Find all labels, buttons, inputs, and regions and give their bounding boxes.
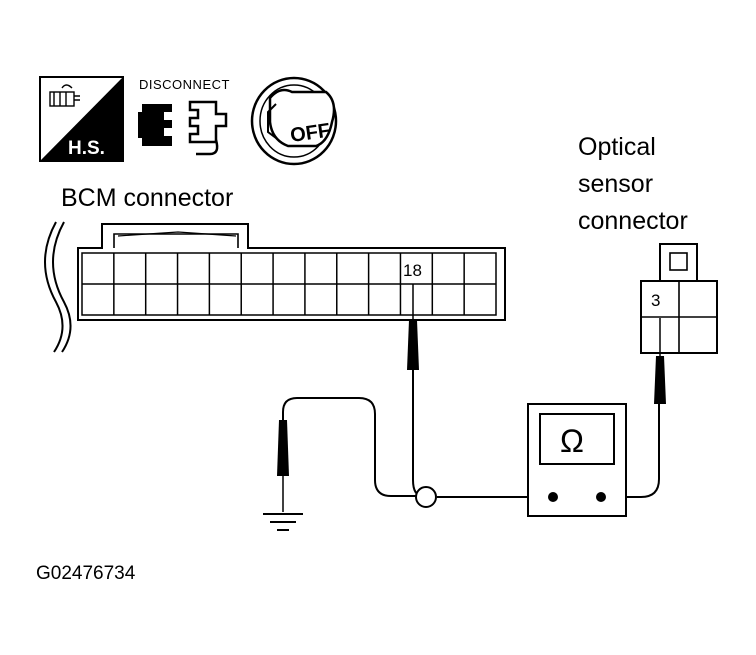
ohm-symbol: Ω <box>560 423 584 459</box>
figure-code: G02476734 <box>36 563 136 584</box>
hs-icon: H.S. <box>39 76 124 162</box>
ignition-off-icon: OFF <box>250 76 338 166</box>
bcm-connector-label: BCM connector <box>61 184 233 212</box>
optical-pin-3-label: 3 <box>651 291 660 310</box>
optical-sensor-connector: 3 <box>640 243 718 354</box>
meter-terminal-right <box>596 492 606 502</box>
bcm-pin-grid <box>82 253 496 315</box>
ohmmeter: Ω <box>527 403 627 517</box>
bcm-probe <box>407 284 419 370</box>
ground-probe <box>277 420 289 512</box>
optical-probe <box>654 318 666 404</box>
bcm-pin-18-label: 18 <box>403 261 422 280</box>
disconnect-icon: DISCONNECT <box>138 77 230 156</box>
optical-title-line1: Optical <box>578 133 656 161</box>
disconnect-label: DISCONNECT <box>139 77 230 92</box>
optical-title-line3: connector <box>578 207 688 235</box>
meter-terminal-left <box>548 492 558 502</box>
optical-title-line2: sensor <box>578 170 653 198</box>
ground-icon <box>263 513 303 531</box>
hs-label: H.S. <box>68 138 105 159</box>
junction-node <box>415 486 437 508</box>
bcm-connector: 18 <box>44 221 506 353</box>
